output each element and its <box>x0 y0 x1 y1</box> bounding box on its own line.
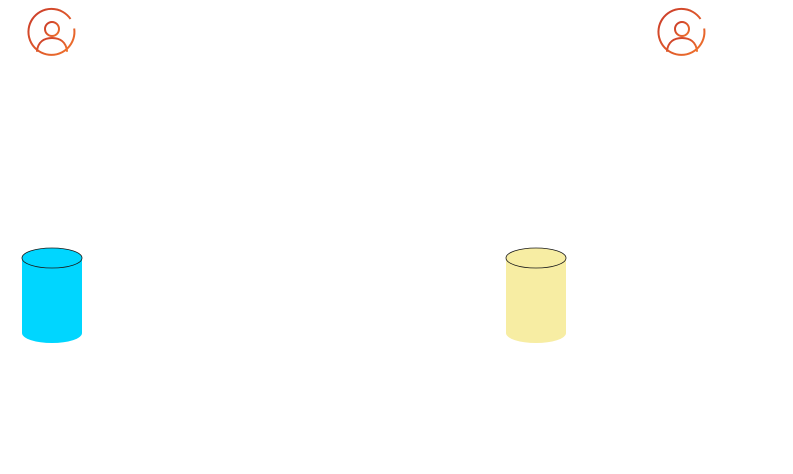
user-circle-icon[interactable] <box>27 7 76 56</box>
database-cylinder-icon[interactable] <box>21 247 83 343</box>
database-cylinder-icon[interactable] <box>505 247 567 343</box>
user-circle-icon[interactable] <box>657 7 706 56</box>
